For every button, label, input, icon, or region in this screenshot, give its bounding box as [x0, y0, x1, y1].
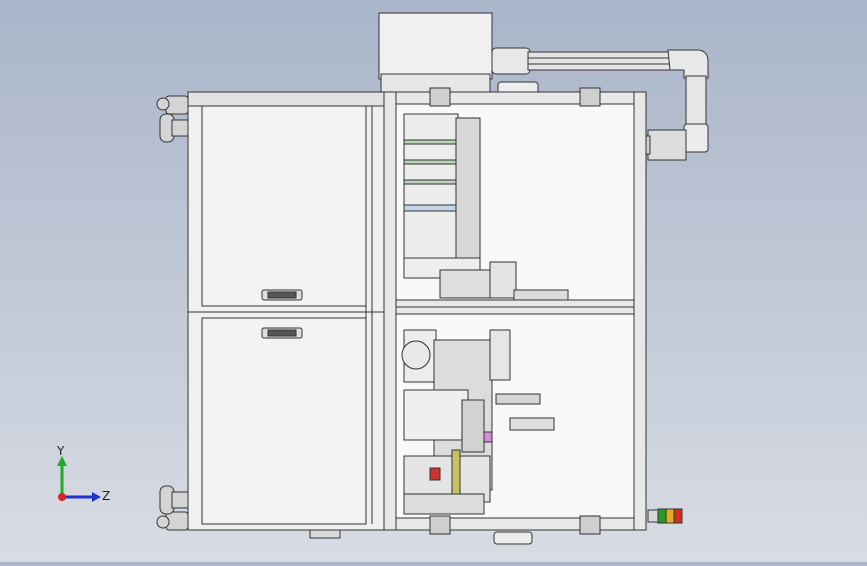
leveling-feet	[156, 95, 189, 531]
upper-mechanism	[403, 113, 569, 301]
top-control-box	[378, 12, 539, 95]
signal-tower	[647, 508, 683, 524]
cable-duct	[491, 47, 709, 161]
lower-mechanism	[401, 329, 555, 515]
axis-z-label: Z	[102, 489, 110, 503]
axis-triad[interactable]: Y Z	[56, 444, 110, 503]
axis-y-label: Y	[56, 444, 65, 458]
left-cabinet	[187, 91, 385, 539]
